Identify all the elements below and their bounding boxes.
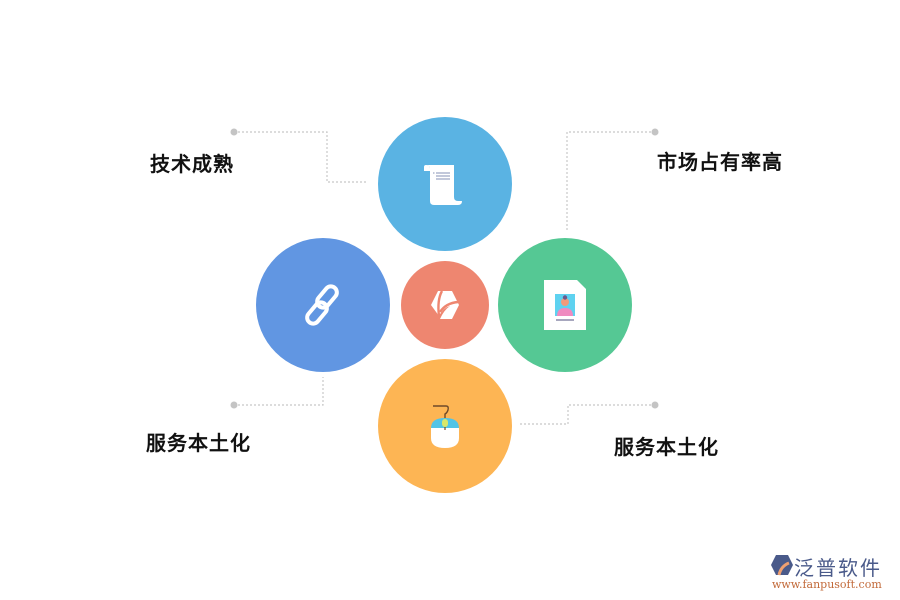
label-service-localization-bottom: 服务本土化 [614,435,719,459]
node-service-localization-left [256,238,390,372]
center-brand-node [401,261,489,349]
label-market-share-high: 市场占有率高 [657,150,783,174]
connector-dot [651,401,659,409]
chain-link-icon [305,284,339,326]
node-service-localization-bottom [378,359,512,493]
watermark-brand: 泛普软件 [794,556,882,580]
label-technology-mature: 技术成熟 [150,152,234,176]
connector-bottom-left [234,377,324,406]
connector-top-left [234,131,368,183]
node-technology-mature [378,117,512,251]
label-service-localization-left: 服务本土化 [146,431,251,455]
watermark-url: www.fanpusoft.com [772,578,882,591]
profile-card-icon [544,280,586,330]
brand-logo-icon [771,555,793,576]
mouse-icon [431,405,459,448]
connector-dot [230,128,238,136]
connector-dot [651,128,659,136]
node-market-share-high [498,238,632,372]
connector-dot [230,401,238,409]
connector-bottom-right [518,404,655,425]
brand-hexagon-icon [431,290,459,319]
connector-top-right [566,131,655,232]
watermark-logo: 泛普软件 www.fanpusoft.com [768,552,896,596]
scroll-document-icon [424,165,462,205]
